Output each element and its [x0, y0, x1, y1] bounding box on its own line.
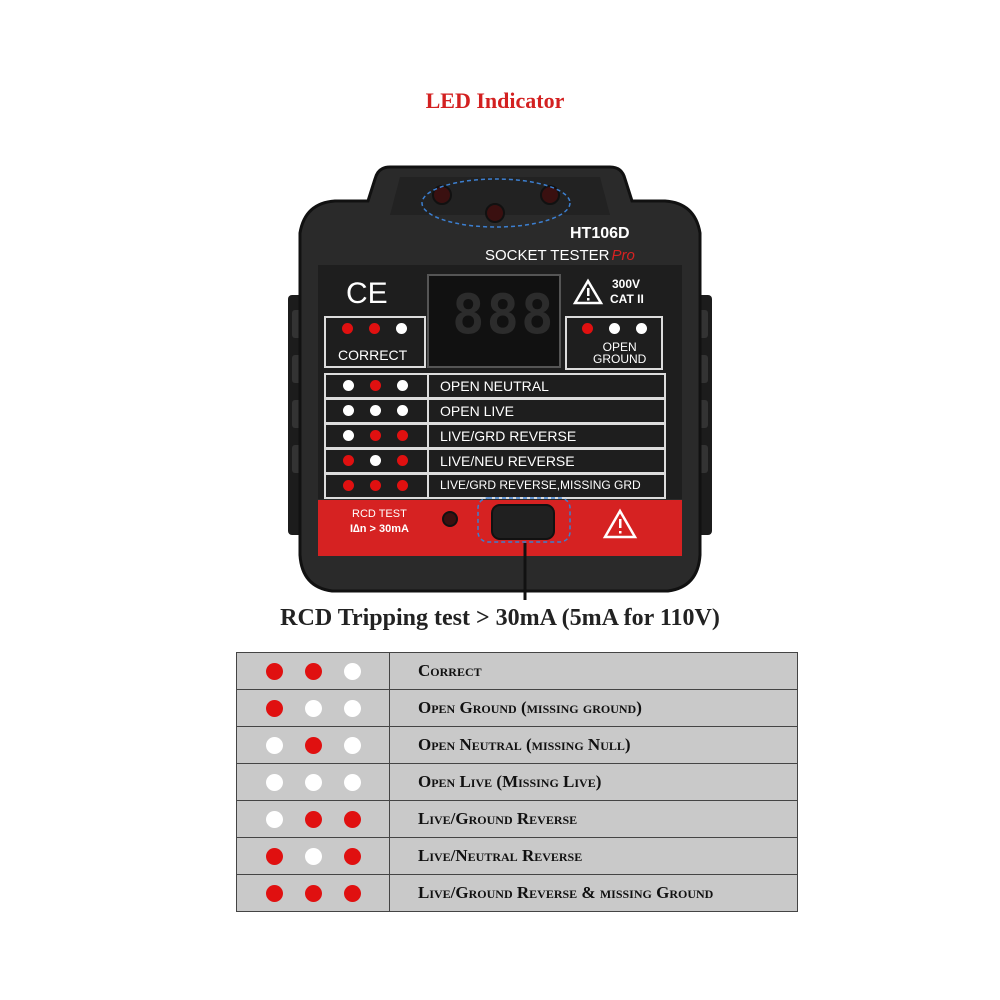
led-dot — [636, 323, 647, 334]
legend-led-pattern — [236, 800, 390, 838]
legend-row: Correct — [236, 652, 798, 690]
led-middle — [485, 203, 505, 223]
model-label: HT106D — [570, 225, 630, 242]
rcd-test-caption: RCD Tripping test > 30mA (5mA for 110V) — [280, 605, 720, 631]
led-dot — [397, 430, 408, 441]
led-dot — [342, 323, 353, 334]
legend-row: Live/Ground Reverse — [236, 800, 798, 838]
panel-row-pattern — [343, 380, 408, 391]
legend-row: Live/Ground Reverse & missing Ground — [236, 874, 798, 912]
warning-triangle-icon — [602, 508, 638, 539]
panel-row-label: OPEN NEUTRAL — [440, 378, 549, 394]
led-dot — [609, 323, 620, 334]
correct-label: CORRECT — [338, 347, 408, 363]
led-dot — [397, 405, 408, 416]
legend-led-pattern — [236, 874, 390, 912]
legend-led-dot — [343, 662, 361, 680]
led-dot — [343, 455, 354, 466]
led-dot — [370, 380, 381, 391]
legend-label: Correct — [389, 652, 798, 690]
panel-row-label: LIVE/GRD REVERSE — [440, 428, 577, 444]
led-dot — [370, 405, 381, 416]
legend-led-dot — [343, 847, 361, 865]
led-dot — [396, 323, 407, 334]
legend-led-dot — [265, 884, 283, 902]
legend-label: Open Neutral (missing Null) — [389, 726, 798, 764]
legend-led-dot — [304, 847, 322, 865]
legend-led-dot — [265, 847, 283, 865]
led-dot — [397, 480, 408, 491]
panel-row-label: LIVE/GRD REVERSE,MISSING GRD — [440, 478, 641, 492]
legend-led-dot — [304, 736, 322, 754]
led-dot — [343, 430, 354, 441]
led-indicator-caption: LED Indicator — [425, 88, 565, 113]
led-dot — [343, 380, 354, 391]
panel-row-label: OPEN LIVE — [440, 403, 514, 419]
legend-row: Open Live (Missing Live) — [236, 763, 798, 801]
led-dot — [397, 455, 408, 466]
legend-label: Live/Neutral Reverse — [389, 837, 798, 875]
legend-led-dot — [343, 736, 361, 754]
legend-led-dot — [265, 773, 283, 791]
voltage-rating: 300V — [612, 277, 641, 291]
led-dot — [370, 480, 381, 491]
panel-row-pattern — [343, 405, 408, 416]
legend-row: Open Neutral (missing Null) — [236, 726, 798, 764]
rcd-test-button[interactable] — [491, 504, 555, 540]
led-dot — [343, 405, 354, 416]
legend-row: Open Ground (missing ground) — [236, 689, 798, 727]
legend-led-dot — [304, 662, 322, 680]
legend-led-dot — [304, 699, 322, 717]
led-dot — [343, 480, 354, 491]
legend-row: Live/Neutral Reverse — [236, 837, 798, 875]
voltage-warning-icon — [572, 278, 604, 305]
panel-row-pattern — [343, 455, 408, 466]
legend-label: Live/Ground Reverse & missing Ground — [389, 874, 798, 912]
legend-led-dot — [343, 773, 361, 791]
panel-row-pattern — [343, 480, 408, 491]
category-rating: CAT II — [610, 292, 644, 306]
led-dot — [397, 380, 408, 391]
legend-led-dot — [304, 773, 322, 791]
legend-led-dot — [343, 810, 361, 828]
led-dot — [369, 323, 380, 334]
legend-led-pattern — [236, 652, 390, 690]
legend-led-dot — [343, 884, 361, 902]
led-dot — [370, 430, 381, 441]
ce-mark: CE — [346, 277, 388, 310]
led-dot — [582, 323, 593, 334]
product-name-suffix: Pro — [611, 247, 635, 264]
panel-row-label: LIVE/NEU REVERSE — [440, 453, 575, 469]
rcd-test-threshold: I∆n > 30mA — [350, 523, 410, 535]
legend-led-pattern — [236, 763, 390, 801]
legend-led-pattern — [236, 726, 390, 764]
digital-display — [427, 274, 561, 368]
display-digits: 888 — [452, 283, 556, 346]
legend-led-dot — [265, 699, 283, 717]
legend-led-pattern — [236, 689, 390, 727]
legend-led-dot — [343, 699, 361, 717]
legend-led-dot — [304, 810, 322, 828]
legend-led-pattern — [236, 837, 390, 875]
led-right — [540, 185, 560, 205]
legend-led-dot — [265, 736, 283, 754]
legend-led-dot — [304, 884, 322, 902]
open-ground-led-pattern — [582, 323, 647, 334]
legend-label: Live/Ground Reverse — [389, 800, 798, 838]
legend-label: Open Live (Missing Live) — [389, 763, 798, 801]
legend-led-dot — [265, 662, 283, 680]
correct-led-pattern — [342, 323, 407, 334]
panel-row-pattern — [343, 430, 408, 441]
rcd-test-label: RCD TEST — [352, 508, 407, 520]
legend-led-dot — [265, 810, 283, 828]
led-dot — [370, 455, 381, 466]
legend-label: Open Ground (missing ground) — [389, 689, 798, 727]
